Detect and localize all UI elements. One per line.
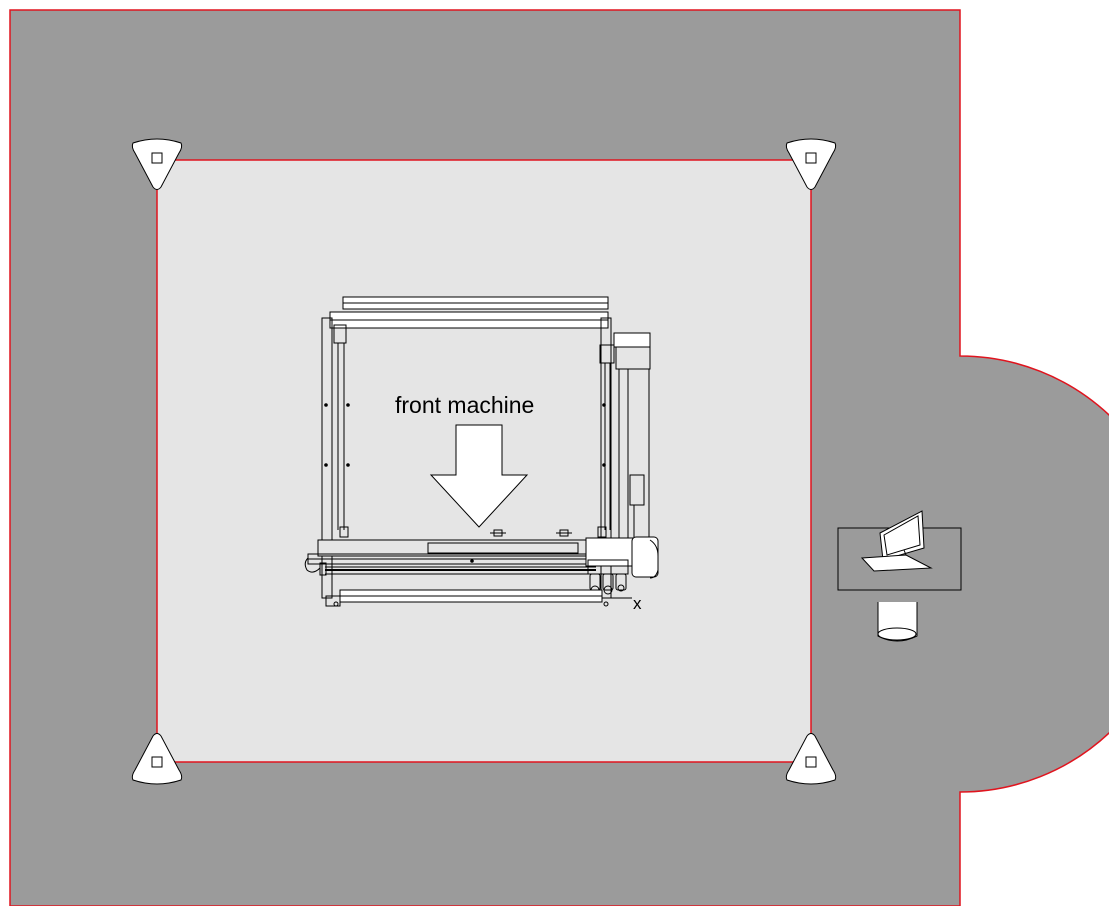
bottom-frame	[325, 589, 632, 607]
corner-marker-top-left	[131, 138, 183, 190]
monitor-icon	[879, 510, 925, 561]
workstation	[837, 510, 962, 642]
safety-sensor-icon	[131, 138, 183, 190]
down-arrow-icon	[429, 424, 529, 528]
corner-marker-bottom-right	[785, 733, 837, 785]
gantry	[304, 529, 659, 595]
chair-icon	[877, 602, 918, 642]
machine-drawing	[304, 296, 659, 607]
left-rail	[321, 317, 350, 599]
keyboard-icon	[860, 554, 933, 572]
right-rail	[597, 317, 615, 599]
corner-marker-bottom-left	[131, 733, 183, 785]
front-machine-label: front machine	[395, 392, 535, 418]
x-axis-label: x	[633, 594, 642, 613]
safety-sensor-icon	[785, 138, 837, 190]
corner-marker-top-right	[785, 138, 837, 190]
